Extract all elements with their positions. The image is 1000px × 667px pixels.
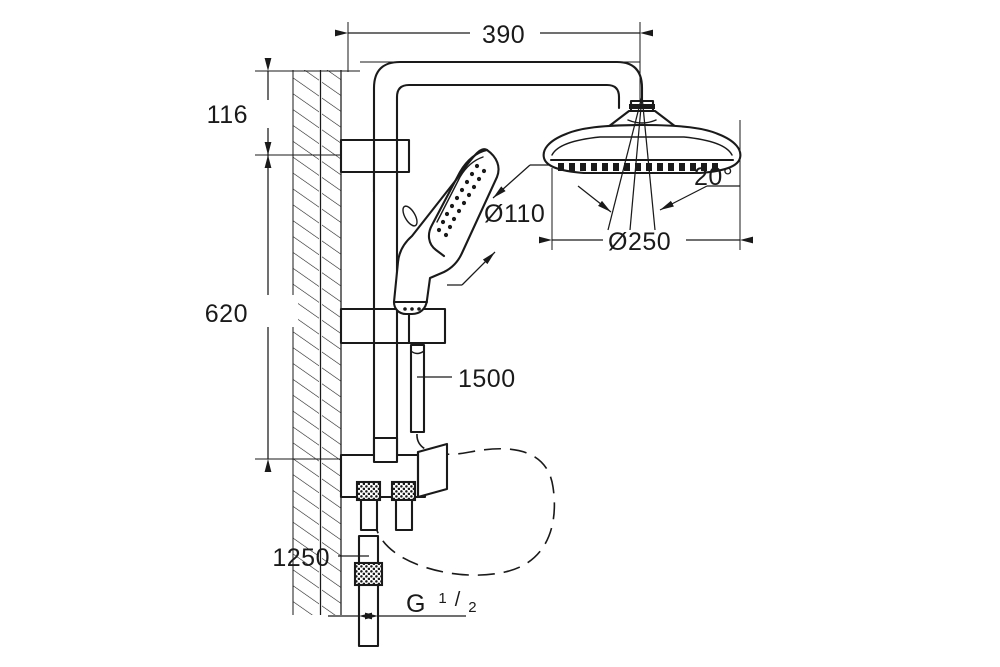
- hand-shower-nozzles: [436, 163, 487, 238]
- shower-hose: [373, 343, 556, 576]
- dimension-110-label: Ø110: [484, 200, 545, 228]
- inlet-pipe-right: [394, 498, 414, 532]
- dimension-inlet-height: 1250: [272, 544, 369, 572]
- dimension-thread: G 1 / 2: [328, 581, 477, 628]
- head-shower-nozzles: [558, 163, 718, 171]
- outlet-coupling-nut: [353, 561, 384, 587]
- dimension-thread-label: G 1 / 2: [406, 581, 477, 618]
- wall-bracket: [339, 138, 411, 174]
- head-shower-joint-band: [629, 104, 655, 109]
- hand-shower-button: [402, 205, 418, 227]
- dimension-1500-label: 1500: [458, 365, 516, 393]
- dimension-390-label: 390: [482, 21, 525, 49]
- hand-shower-holder: [339, 307, 447, 345]
- hose-upper-run: [409, 343, 426, 434]
- head-shower-neck-arc: [627, 119, 657, 124]
- dimension-116: 116: [207, 58, 360, 168]
- thread-slash: /: [455, 589, 461, 611]
- inlet-pipe-left: [359, 498, 379, 532]
- head-shower-rim: [551, 136, 733, 156]
- dimension-116-label: 116: [207, 101, 248, 129]
- dimension-hose-length: 1500: [417, 365, 516, 393]
- spray-cone-mid-left: [629, 95, 643, 231]
- shower-arm: [360, 60, 644, 194]
- dimension-hand-shower-diameter: Ø110: [447, 164, 552, 286]
- valve-handle: [416, 442, 449, 499]
- head-shower: [542, 99, 742, 175]
- dim-620-label-mask: [240, 295, 298, 327]
- hose-loop: [373, 433, 556, 576]
- spray-cone-mid-right: [641, 95, 656, 231]
- shower-arm-inner: [395, 83, 621, 194]
- spray-angle-arrow-left: [577, 185, 612, 213]
- wall: [292, 70, 342, 615]
- dimension-1250-label: 1250: [272, 544, 330, 572]
- hand-shower-face-inner: [436, 156, 484, 223]
- leader-110-lower: [461, 251, 496, 286]
- valve-riser-entry: [372, 436, 399, 464]
- hand-shower-face-edge: [427, 148, 489, 258]
- holder-body: [339, 307, 447, 345]
- spray-angle-arrow-right: [659, 185, 708, 211]
- wall-hatch-outer: [293, 70, 319, 615]
- dimension-20deg-label: 20°: [694, 163, 733, 191]
- wall-hatch-inner: [322, 70, 341, 615]
- dimension-250-label: Ø250: [608, 228, 671, 256]
- thread-numerator: 1: [438, 590, 447, 607]
- hand-shower-body: [392, 148, 500, 316]
- dimension-620-label: 620: [205, 300, 248, 328]
- hand-shower: [392, 148, 500, 316]
- dimension-head-diameter: Ø250: [539, 120, 753, 256]
- inlet-nut-left: [355, 480, 382, 502]
- dimension-390: 390: [335, 21, 653, 120]
- thread-denominator: 2: [468, 599, 477, 616]
- outlet-tube: [357, 534, 380, 648]
- hose-upper-joint: [410, 350, 425, 355]
- leader-110-upper: [492, 164, 531, 199]
- dimension-spray-angle: 20°: [577, 95, 740, 231]
- thermostat-valve: [339, 436, 449, 532]
- dimension-620: 620: [205, 142, 360, 472]
- inlet-nut-right: [390, 480, 417, 502]
- thread-prefix: G: [406, 590, 426, 618]
- spray-cone-left: [607, 95, 643, 231]
